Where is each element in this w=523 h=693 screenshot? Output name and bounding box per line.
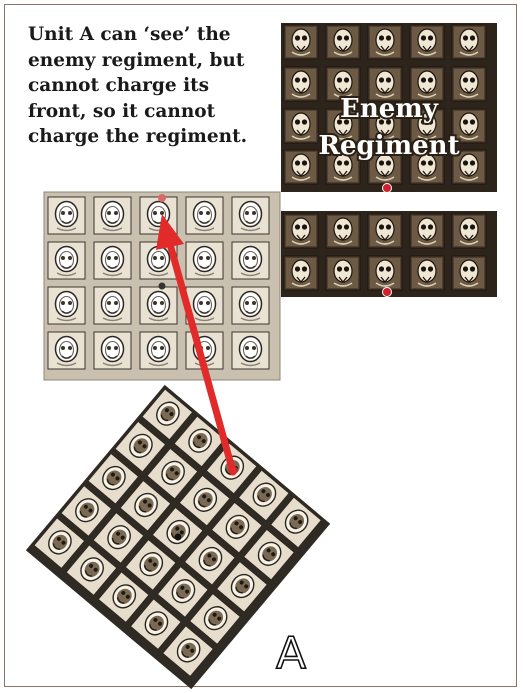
enemy-regiment-lower [281,211,497,297]
friendly-front-marker [158,194,166,202]
friendly-center-dot [159,283,166,290]
enemy-label-line2: Regiment [318,131,459,161]
enemy-lower-marker [383,288,392,297]
unit-a-label: A [276,628,306,679]
enemy-front-center-marker [383,184,392,193]
unit-a-center-dot [175,534,182,541]
enemy-label-line1: Enemy [340,94,439,124]
